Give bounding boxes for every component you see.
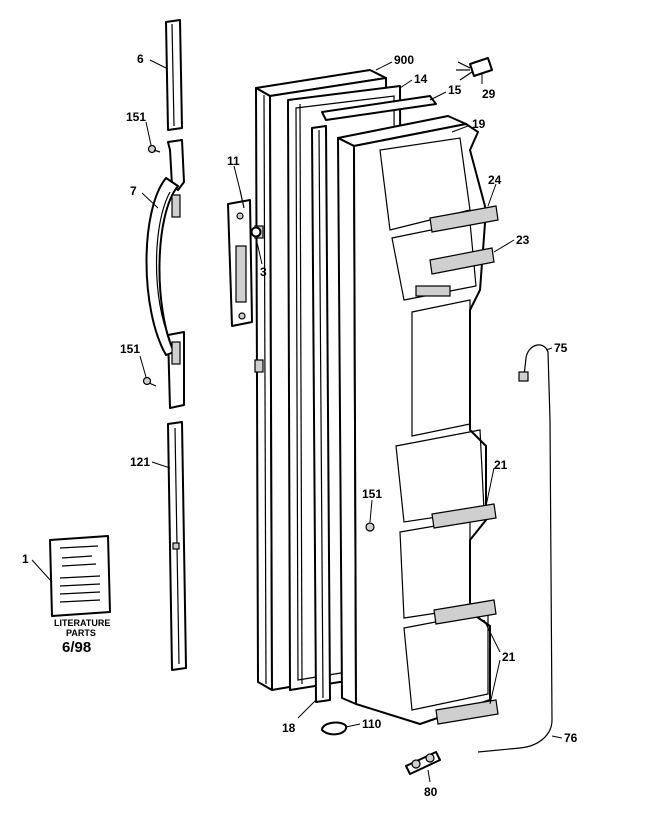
part-75-heater-wire [477,344,553,753]
callout-80: 80 [424,785,438,799]
callout-7: 7 [130,184,137,198]
callout-900: 900 [394,53,414,67]
part-80-fitting [405,751,441,775]
literature-date: 6/98 [62,639,91,656]
callout-151-lower: 151 [120,342,140,356]
part-18-gasket-strip [311,125,331,703]
part-6-trim-strip [165,19,183,131]
part-151-screw-lower [142,376,157,387]
part-121-trim-strip [167,421,187,671]
part-11-mount-bracket [227,189,253,327]
callout-75: 75 [554,341,568,355]
callout-6: 6 [137,52,144,66]
part-21-shelf-rail-3 [435,699,499,725]
callout-121: 121 [130,455,150,469]
leader-lines [31,59,563,783]
part-15-top-cap [321,95,437,121]
callout-3: 3 [260,265,267,279]
part-3-plug [250,226,262,238]
part-110-cap [321,721,348,736]
callout-29: 29 [482,87,496,101]
part-1-literature-booklet [49,535,111,617]
callout-24: 24 [488,173,502,187]
part-23-shelf-rail [429,247,495,275]
callout-15: 15 [448,83,462,97]
part-29-clip [456,57,493,81]
callout-labels: 6 151 7 151 121 1 11 3 900 14 15 29 19 2… [22,52,578,799]
callout-151-liner: 151 [362,487,382,501]
callout-21-lower: 21 [502,650,516,664]
callout-11: 11 [227,154,240,168]
part-21-shelf-rail-2 [433,599,497,625]
callout-76: 76 [564,731,578,745]
literature-title-line1: LITERATURE [54,618,110,628]
literature-title-line2: PARTS [66,628,96,638]
part-21-shelf-rail-1 [431,503,497,529]
callout-14: 14 [414,72,428,86]
part-7-door-handle [145,139,185,409]
callout-1: 1 [22,552,29,566]
callout-151-upper: 151 [126,110,146,124]
part-24-shelf-rail [429,205,499,233]
literature-label: LITERATURE PARTS 6/98 [54,618,110,656]
callout-19: 19 [472,117,486,131]
part-151-screw-liner [365,522,375,532]
callout-21-upper: 21 [494,458,508,472]
callout-23: 23 [516,233,530,247]
callout-18: 18 [282,721,296,735]
part-19-inner-liner [337,115,491,725]
callout-110: 110 [362,717,382,731]
part-151-screw-upper [147,144,161,154]
